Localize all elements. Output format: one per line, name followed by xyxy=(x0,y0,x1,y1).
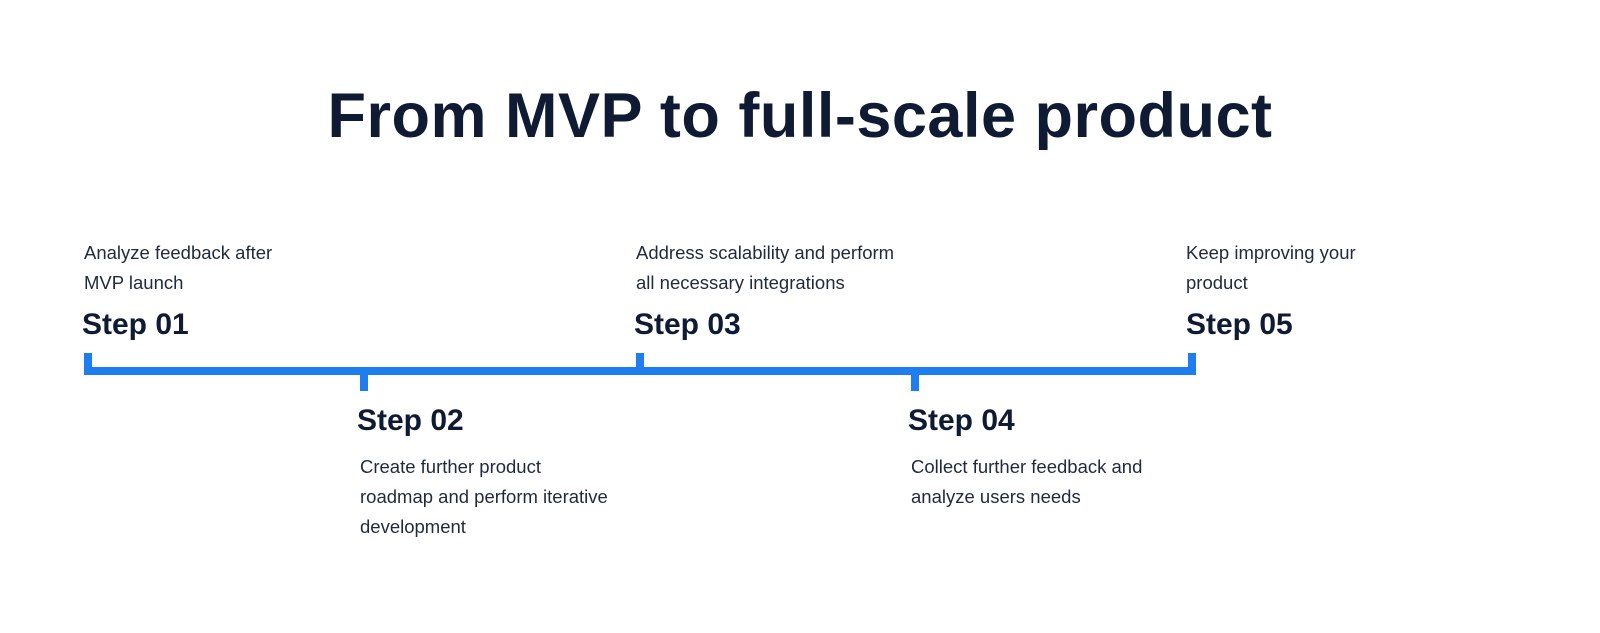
step-02-description-line: roadmap and perform iterative xyxy=(360,486,608,507)
step-02-label: Step 02 xyxy=(357,404,464,437)
step-01-description-line: Analyze feedback after xyxy=(84,242,273,263)
step-04-description-line: analyze users needs xyxy=(911,486,1081,507)
step-05-description-line: Keep improving your xyxy=(1186,242,1356,263)
step-02-description: Create further product roadmap and perfo… xyxy=(360,452,660,542)
step-04-description-line: Collect further feedback and xyxy=(911,456,1143,477)
timeline-tick-step-01 xyxy=(84,353,92,375)
step-02-description-line: development xyxy=(360,516,466,537)
step-02-description-line: Create further product xyxy=(360,456,541,477)
step-03-description-line: Address scalability and perform xyxy=(636,242,895,263)
step-05-description: Keep improving your product xyxy=(1186,238,1486,298)
step-05-label: Step 05 xyxy=(1186,308,1293,341)
step-03-label: Step 03 xyxy=(634,308,741,341)
timeline-tick-step-05 xyxy=(1188,353,1196,375)
step-01-label: Step 01 xyxy=(82,308,189,341)
step-03-description-line: all necessary integrations xyxy=(636,272,845,293)
step-03-description: Address scalability and perform all nece… xyxy=(636,238,936,298)
step-04-label: Step 04 xyxy=(908,404,1015,437)
step-01-description-line: MVP launch xyxy=(84,272,184,293)
timeline-tick-step-04 xyxy=(911,367,919,391)
page-title: From MVP to full-scale product xyxy=(327,81,1273,151)
timeline-tick-step-02 xyxy=(360,367,368,391)
step-01-description: Analyze feedback after MVP launch xyxy=(84,238,384,298)
step-04-description: Collect further feedback and analyze use… xyxy=(911,452,1211,512)
timeline-tick-step-03 xyxy=(636,353,644,375)
step-05-description-line: product xyxy=(1186,272,1248,293)
